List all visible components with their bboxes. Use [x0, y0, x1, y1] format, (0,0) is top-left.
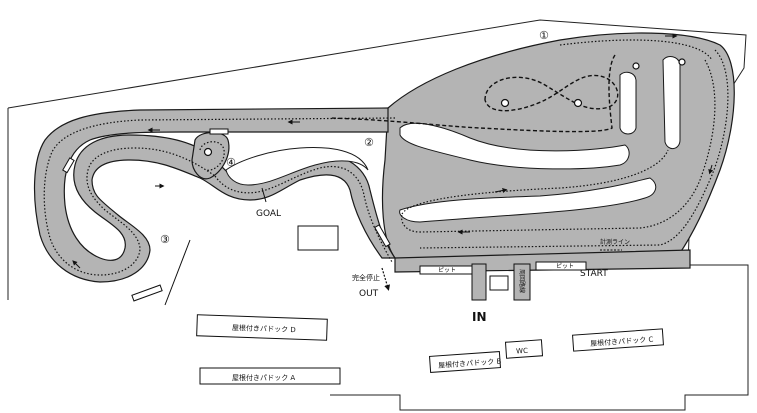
fence-line — [164, 239, 191, 306]
paddock-b-label: 屋根付きパドック B — [438, 356, 502, 369]
start-label: START — [580, 269, 608, 279]
pit-label-left: ピット — [438, 267, 456, 274]
out-label: OUT — [359, 289, 379, 299]
pit-label-right: ピット — [556, 263, 574, 270]
service-building — [297, 225, 339, 251]
section-2-label: ② — [364, 136, 374, 149]
marker-boxes — [62, 128, 391, 302]
section-4-label: ④ — [226, 156, 236, 169]
wc-label: WC — [516, 347, 528, 356]
pit-complex — [419, 249, 622, 301]
timing-line-label: 計測ライン — [600, 238, 630, 246]
racing-line — [43, 39, 729, 276]
section-3-label: ③ — [160, 233, 170, 246]
section-1-label: ① — [539, 29, 549, 42]
full-stop-label: 完全停止 — [352, 273, 380, 282]
paddock-a-label: 屋根付きパドック A — [232, 373, 295, 382]
paddock-c-label: 屋根付きパドック C — [590, 335, 654, 348]
out-arrow — [381, 267, 391, 291]
in-label: IN — [472, 310, 487, 324]
goal-pointer — [261, 187, 267, 203]
infield-islands — [399, 56, 681, 223]
paddocks — [196, 314, 664, 385]
paddock-d-label: 屋根付きパドック D — [232, 323, 296, 334]
figure-eight-course — [329, 54, 619, 133]
direction-arrows — [72, 33, 714, 269]
pit-road-label: 周回路線 — [518, 269, 526, 293]
goal-label: GOAL — [256, 209, 281, 219]
property-boundary — [7, 19, 749, 411]
cone-markers — [203, 58, 686, 157]
center-infield — [225, 147, 369, 186]
